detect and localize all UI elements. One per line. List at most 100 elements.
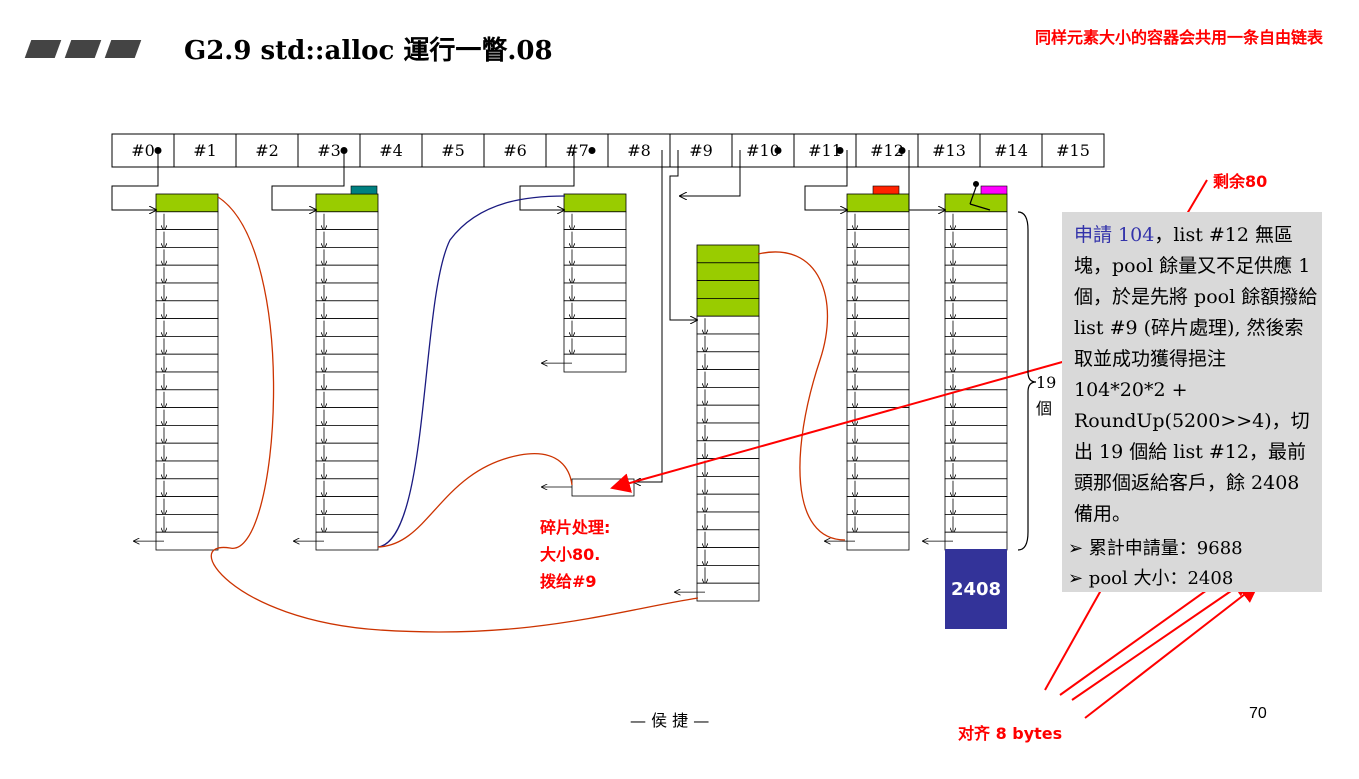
list13-block [944,496,1008,515]
free-lists [134,181,1008,602]
list3-to-list7-curve [377,195,566,548]
list0-block [155,246,219,266]
list13-block [944,407,1008,426]
list7-block [563,318,627,337]
list12-block [846,407,910,426]
list9-block [696,351,760,370]
index-cell [917,133,981,168]
list13-block [944,246,1008,266]
explanation-panel: 申請 104，list #12 無區塊，pool 餘量又不足供應 1 個，於是先… [1062,212,1322,592]
list12-block [846,282,910,302]
list9-block [696,315,760,335]
index-cell [359,133,423,168]
list9-head-pointer [669,150,697,320]
list0-block [155,460,219,480]
page-number: 70 [1249,705,1267,722]
list9-block [696,333,760,353]
count-label-unit: 個 [1036,399,1052,418]
list13-block [944,424,1008,444]
list0-block [155,496,219,515]
remaining-label: 剩余80 [1213,172,1268,191]
list13-block [944,514,1008,533]
list12-block [846,442,910,462]
list0-block [155,514,219,533]
list3-block [315,514,379,533]
list9-block [696,262,760,281]
index-label: #0 [131,141,155,160]
list13-head-pointer [908,150,945,210]
index-cell [979,133,1043,168]
list12-block [846,460,910,480]
banner-note: 同样元素大小的容器会共用一条自由链表 [1034,28,1323,47]
list3-block [315,442,379,462]
list12-block [846,300,910,319]
list3-block [315,371,379,391]
list13-block [944,335,1008,355]
list9-block [696,386,760,406]
index-cell [545,133,609,168]
index-cell [1041,133,1105,168]
index-label: #11 [808,141,842,160]
explanation-lead: 申請 104 [1074,224,1155,246]
index-label: #12 [870,141,904,160]
list9-block [696,547,760,566]
list3-block [315,264,379,284]
free-list-index-row: #0#1#2#3#4#5#6#7#8#9#10#11#12#13#14#15 [111,133,1105,168]
list9-block [696,493,760,513]
index-label: #15 [1056,141,1090,160]
list3-block [315,211,379,231]
list0-head-pointer [111,150,159,210]
list7-block [563,335,627,355]
footer-author: — 侯 捷 — [630,711,710,730]
list12-block [846,335,910,355]
list13-block [944,442,1008,462]
index-cell [111,133,175,168]
list7-head-pointer [519,150,575,210]
list3-block [315,353,379,373]
list12-block [846,371,910,391]
chip-red [872,185,900,195]
list7-block [563,193,627,213]
list9-block [696,369,760,388]
list12-block [846,496,910,515]
list0-block [155,353,219,373]
stat-total-requested: ➢ 累計申請量：9688 [1068,538,1243,559]
list7-block [563,229,627,248]
fragment-label-2: 大小80. [540,545,601,564]
list12-block [846,229,910,248]
index-cell [855,133,919,168]
list0-block [155,193,219,213]
list3-block [315,318,379,337]
list0-block [155,282,219,302]
index-label: #10 [746,141,780,160]
list9-block [696,565,760,584]
list12-block [846,353,910,373]
chip-teal [350,185,378,195]
list0-block [155,211,219,231]
list13-block [944,478,1008,497]
list12-block [846,318,910,337]
list12-head-pointer [804,150,847,210]
list3-block [315,496,379,515]
list3-block [315,478,379,497]
index-cell [731,133,795,168]
fragment-arrow [610,351,1099,493]
align-label: 对齐 8 bytes [958,724,1063,743]
list3-block [315,193,379,213]
count-label-num: 19 [1036,373,1056,392]
list3-block [315,531,379,551]
list13-block [944,211,1008,231]
chain-curves [210,195,846,633]
list13-block [944,229,1008,248]
explanation-body: ，list #12 無區塊，pool 餘量又不足供應 1 個，於是先將 pool… [1074,224,1318,525]
slide-title: G2.9 std::alloc 運行一瞥.08 [184,36,553,66]
list12-block [846,389,910,408]
chip-magenta [980,185,1008,195]
list0-block [155,478,219,497]
list3-block [315,300,379,319]
list3-block [315,229,379,248]
list9-to-list12-curve [757,251,846,541]
list9-block [696,529,760,548]
list13-block [944,264,1008,284]
